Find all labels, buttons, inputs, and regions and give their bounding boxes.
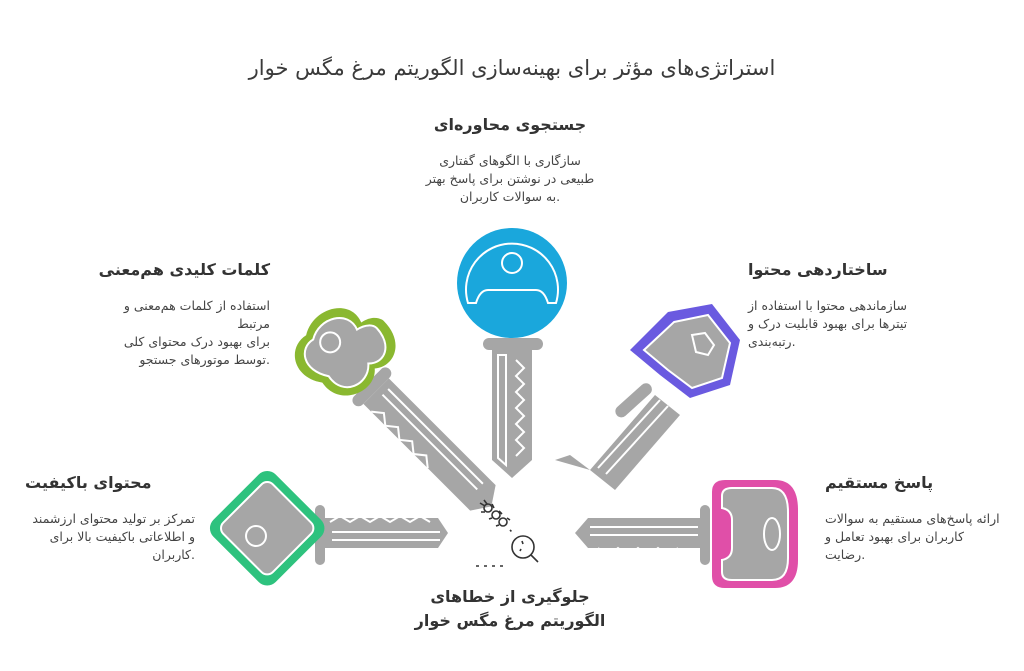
item-line: سازگاری با الگوهای گفتاری (439, 153, 581, 168)
item-line: برای بهبود درک محتوای کلی (123, 334, 270, 349)
item-line: ارائه پاسخ‌های مستقیم به سوالات (825, 511, 1000, 526)
item-content-structuring: ساختاردهی محتوا سازماندهی محتوا با استفا… (748, 260, 908, 351)
item-line: کاربران برای بهبود تعامل و (825, 529, 964, 544)
item-direct-answer: پاسخ مستقیم ارائه پاسخ‌های مستقیم به سوا… (825, 473, 1000, 564)
item-line: .رضایت (825, 547, 866, 562)
item-heading: جستجوی محاوره‌ای (433, 115, 587, 134)
teal-key-icon (209, 470, 448, 586)
item-heading: محتوای باکیفیت (25, 473, 152, 492)
item-line: طبیعی در نوشتن برای پاسخ بهتر (425, 171, 595, 186)
item-line: تیترها برای بهبود قابلیت درک و (748, 316, 908, 331)
pink-key-icon (575, 480, 798, 588)
center-label-line-1: جلوگیری از خطاهای (430, 587, 590, 606)
item-line: تمرکز بر تولید محتوای ارزشمند (32, 511, 195, 526)
bug-search-icon (476, 499, 539, 567)
item-heading: کلمات کلیدی هم‌معنی (98, 260, 270, 279)
item-line: و اطلاعاتی باکیفیت بالا برای (49, 529, 195, 544)
center-label-line-2: الگوریتم مرغ مگس خوار (414, 611, 606, 630)
item-line: .توسط موتورهای جستجو (139, 352, 270, 367)
item-heading: ساختاردهی محتوا (748, 260, 888, 279)
item-line: .رتبه‌بندی (748, 334, 796, 349)
item-line: .کاربران (152, 547, 195, 562)
center-label: جلوگیری از خطاهای الگوریتم مرغ مگس خوار (400, 585, 620, 633)
item-heading: پاسخ مستقیم (825, 473, 934, 492)
item-quality-content: محتوای باکیفیت تمرکز بر تولید محتوای ارز… (25, 473, 195, 564)
purple-key-icon (555, 304, 740, 490)
item-synonym-keywords: کلمات کلیدی هم‌معنی استفاده از کلمات هم‌… (95, 260, 270, 369)
item-line: سازماندهی محتوا با استفاده از (748, 298, 907, 313)
item-line: استفاده از کلمات هم‌معنی و مرتبط (123, 298, 270, 331)
diagram-title: استراتژی‌های مؤثر برای بهینه‌سازی الگوری… (248, 56, 776, 80)
blue-key-icon (457, 228, 567, 478)
item-conversational-search: جستجوی محاوره‌ای سازگاری با الگوهای گفتا… (420, 115, 600, 206)
green-key-icon (294, 308, 496, 511)
item-line: .به سوالات کاربران (459, 189, 561, 204)
